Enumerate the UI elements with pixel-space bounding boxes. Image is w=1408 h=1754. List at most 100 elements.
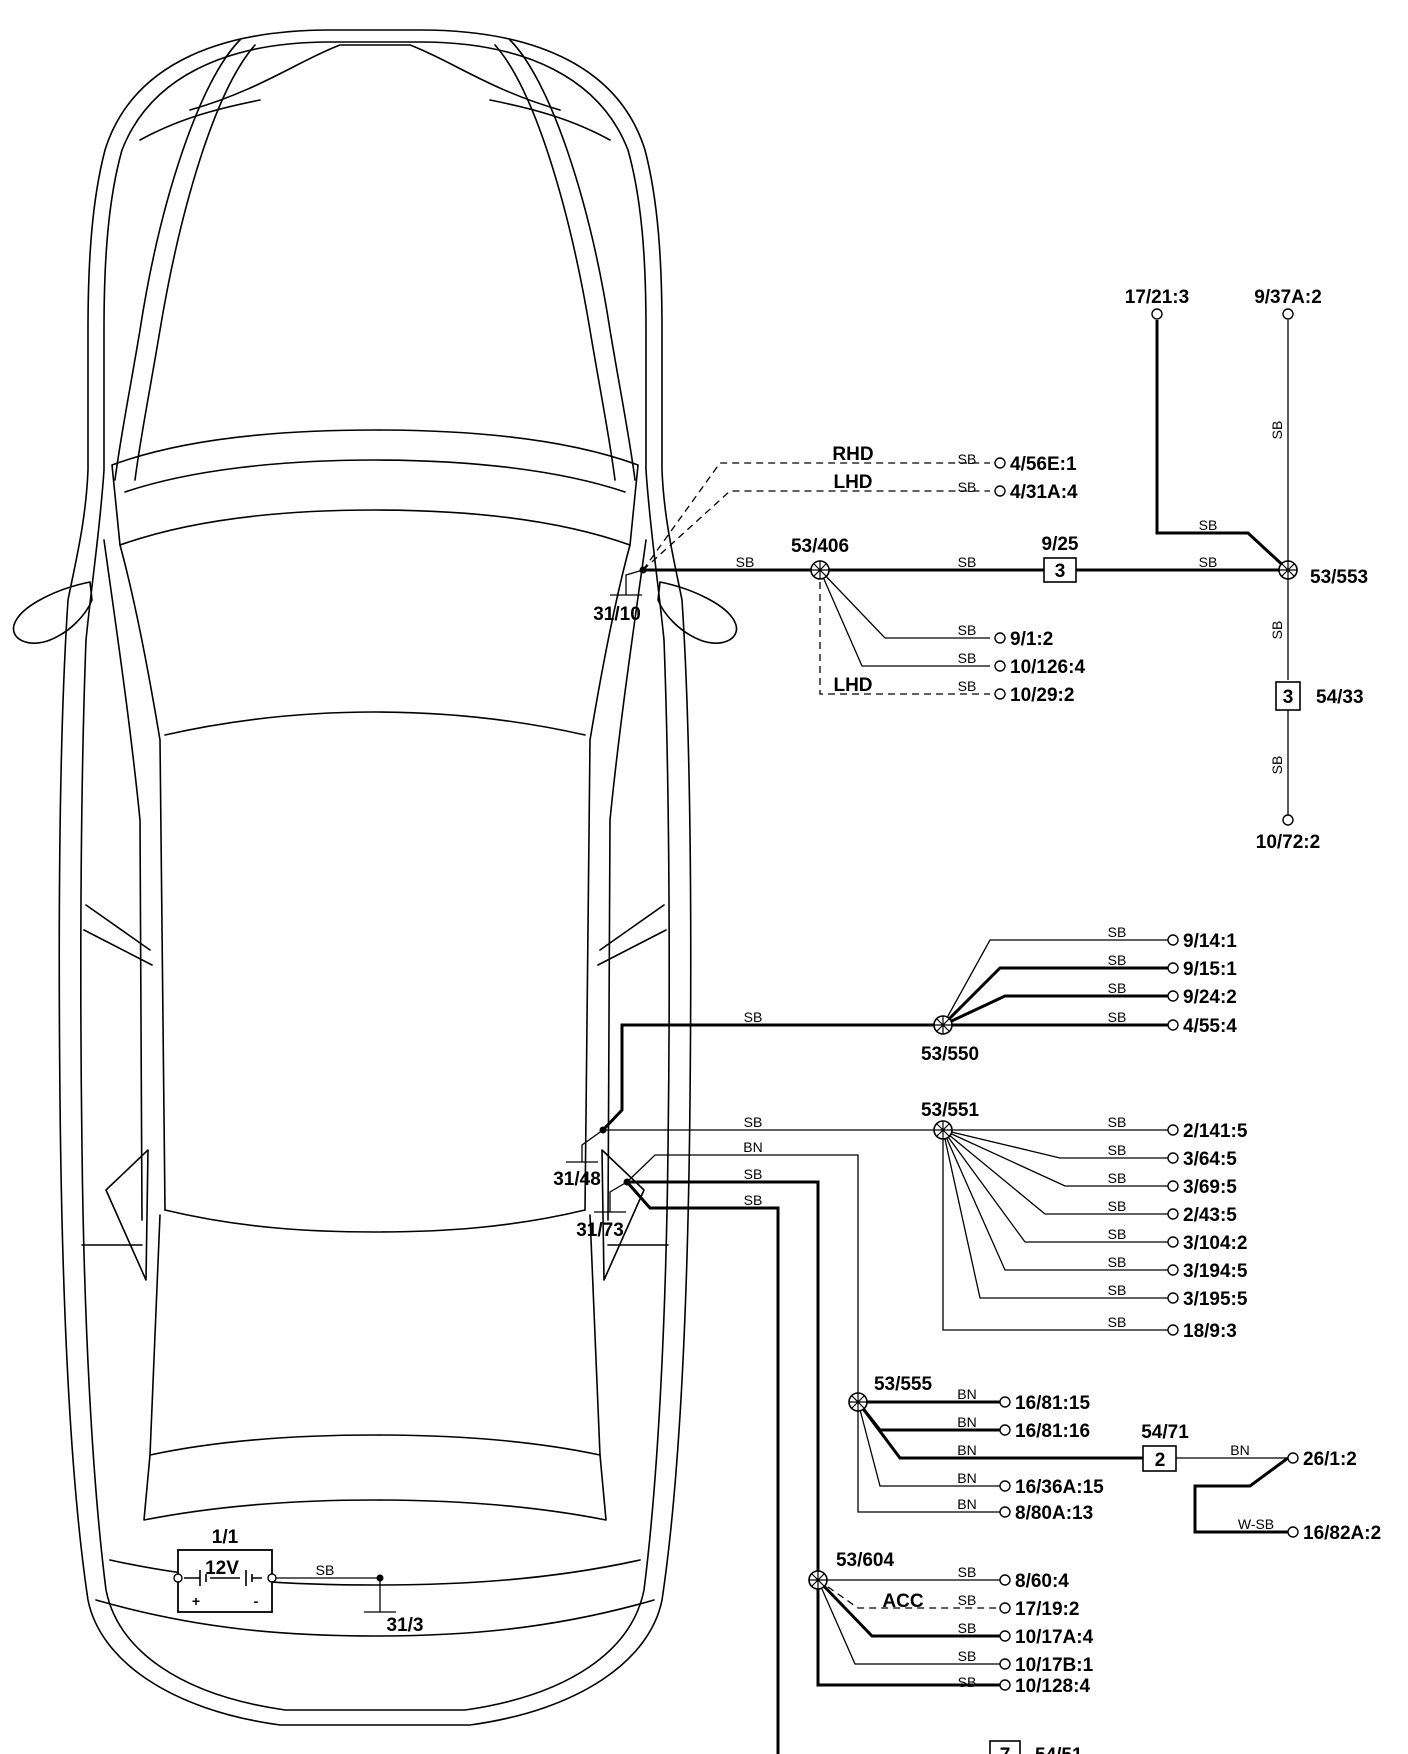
terminal-label: 10/29:2: [1010, 685, 1074, 706]
wire-color-code: SB: [1108, 1009, 1127, 1025]
wire-color-code: SB: [1269, 756, 1285, 775]
wire-color-code: SB: [958, 554, 977, 570]
terminal-label: 16/36A:15: [1015, 1477, 1104, 1498]
wire-color-code: SB: [1108, 1170, 1127, 1186]
wire-color-code: SB: [744, 1192, 763, 1208]
wire-color-code: SB: [744, 1114, 763, 1130]
terminal-label: 8/80A:13: [1015, 1503, 1093, 1524]
terminal-label: 4/55:4: [1183, 1016, 1237, 1037]
splice-53-406-symbol: [810, 560, 830, 580]
terminal-label: 9/37A:2: [1254, 287, 1322, 308]
splice-symbols: [376, 560, 1298, 1590]
wire-color-code: SB: [1108, 924, 1127, 940]
terminal-label: 26/1:2: [1303, 1449, 1357, 1470]
splice-label: 53/550: [921, 1044, 979, 1065]
splice-53-553-symbol: [1278, 560, 1298, 580]
connector-number: 3: [1283, 687, 1294, 708]
ground-label: 31/3: [387, 1615, 424, 1636]
terminal-label: 3/195:5: [1183, 1289, 1248, 1310]
connector-label: 54/33: [1316, 687, 1364, 708]
battery-minus: -: [254, 1593, 259, 1609]
splice-53-604-symbol: [808, 1570, 828, 1590]
connector-9-25: 3 9/25: [1042, 534, 1079, 583]
wire-color-code: SB: [1108, 980, 1127, 996]
wire-color-code: BN: [957, 1496, 976, 1512]
connector-number: 3: [1055, 561, 1066, 582]
terminal-label: 9/15:1: [1183, 959, 1237, 980]
wire-color-code: SB: [1269, 421, 1285, 440]
connector-54-51: 7 54/51: [989, 1740, 1083, 1754]
wire-color-code: SB: [1108, 1198, 1127, 1214]
terminal-label: 10/128:4: [1015, 1676, 1090, 1697]
terminal-label: 10/126:4: [1010, 657, 1085, 678]
junction-dot: [623, 1178, 631, 1186]
terminal-label: 4/31A:4: [1010, 482, 1078, 503]
battery-plus: +: [192, 1593, 200, 1609]
terminal-label: 16/81:16: [1015, 1421, 1090, 1442]
connector-label: 54/71: [1141, 1422, 1189, 1443]
wire-color-code: SB: [316, 1562, 335, 1578]
terminal-label: 16/81:15: [1015, 1393, 1090, 1414]
wire-color-code: SB: [1108, 1142, 1127, 1158]
wire-color-code: SB: [1108, 952, 1127, 968]
connector-54-71: 2 54/71: [1141, 1422, 1189, 1472]
terminal-label: 9/24:2: [1183, 987, 1237, 1008]
terminal-label: 3/104:2: [1183, 1233, 1247, 1254]
terminal-label: 9/14:1: [1183, 931, 1237, 952]
wire-color-code: BN: [957, 1414, 976, 1430]
wire-color-code: SB: [958, 451, 977, 467]
acc-qualifier: ACC: [882, 1591, 923, 1612]
wire-color-code: SB: [1108, 1282, 1127, 1298]
wire-color-code: BN: [957, 1470, 976, 1486]
wire-color-code: BN: [1230, 1442, 1249, 1458]
splice-label: 53/604: [836, 1550, 895, 1571]
connector-54-33: 3 54/33: [1275, 681, 1364, 711]
wire-color-code: SB: [1108, 1254, 1127, 1270]
junction-dot: [599, 1126, 607, 1134]
wires: [272, 320, 1290, 1754]
wire-color-code: BN: [743, 1139, 762, 1155]
junction-dot: [639, 566, 647, 574]
component-labels: 53/406 53/553 53/550 53/551 53/555 53/60…: [387, 444, 1369, 1636]
terminal-label: 4/56E:1: [1010, 454, 1077, 475]
wire-color-codes: SB SB SB SB SB SB SB SB SB SB SB SB SB S…: [316, 421, 1285, 1690]
terminal-label: 17/19:2: [1015, 1599, 1079, 1620]
battery-1-1: 1/1 12V + -: [173, 1527, 277, 1613]
splice-label: 53/553: [1310, 567, 1368, 588]
wire-color-code: SB: [1269, 621, 1285, 640]
battery-label: 1/1: [212, 1527, 239, 1548]
wire-color-code: SB: [958, 650, 977, 666]
junction-dot: [376, 1574, 384, 1582]
splice-label: 53/406: [791, 536, 849, 557]
wire-color-code: SB: [958, 479, 977, 495]
wire-color-code: SB: [958, 1648, 977, 1664]
lhd-qualifier: LHD: [833, 675, 872, 696]
terminal-labels: 4/56E:1 4/31A:4 17/21:3 9/37A:2 9/1:2 10…: [1010, 287, 1381, 1697]
ground-label: 31/73: [576, 1220, 624, 1241]
wire-color-code: SB: [1199, 554, 1218, 570]
terminal-label: 3/64:5: [1183, 1149, 1237, 1170]
splice-label: 53/551: [921, 1100, 980, 1121]
terminal-label: 3/194:5: [1183, 1261, 1248, 1282]
terminal-label: 2/141:5: [1183, 1121, 1248, 1142]
ground-label: 31/48: [553, 1169, 601, 1190]
ground-label: 31/10: [593, 604, 641, 625]
terminal-label: 3/69:5: [1183, 1177, 1237, 1198]
terminal-label: 8/60:4: [1015, 1571, 1069, 1592]
wire-color-code: W-SB: [1238, 1516, 1274, 1532]
terminal-label: 18/9:3: [1183, 1321, 1237, 1342]
wire-color-code: SB: [1108, 1114, 1127, 1130]
splice-53-551-symbol: [933, 1120, 953, 1140]
wire-color-code: BN: [957, 1386, 976, 1402]
wire-color-code: SB: [958, 1674, 977, 1690]
connector-label: 9/25: [1042, 534, 1079, 555]
battery-voltage: 12V: [205, 1558, 239, 1579]
wire-color-code: SB: [1108, 1226, 1127, 1242]
terminal-label: 10/17B:1: [1015, 1655, 1094, 1676]
wire-color-code: SB: [744, 1009, 763, 1025]
rhd-qualifier: RHD: [832, 444, 873, 465]
wire-color-code: SB: [958, 1592, 977, 1608]
wire-color-code: BN: [957, 1442, 976, 1458]
terminal-label: 10/17A:4: [1015, 1627, 1094, 1648]
